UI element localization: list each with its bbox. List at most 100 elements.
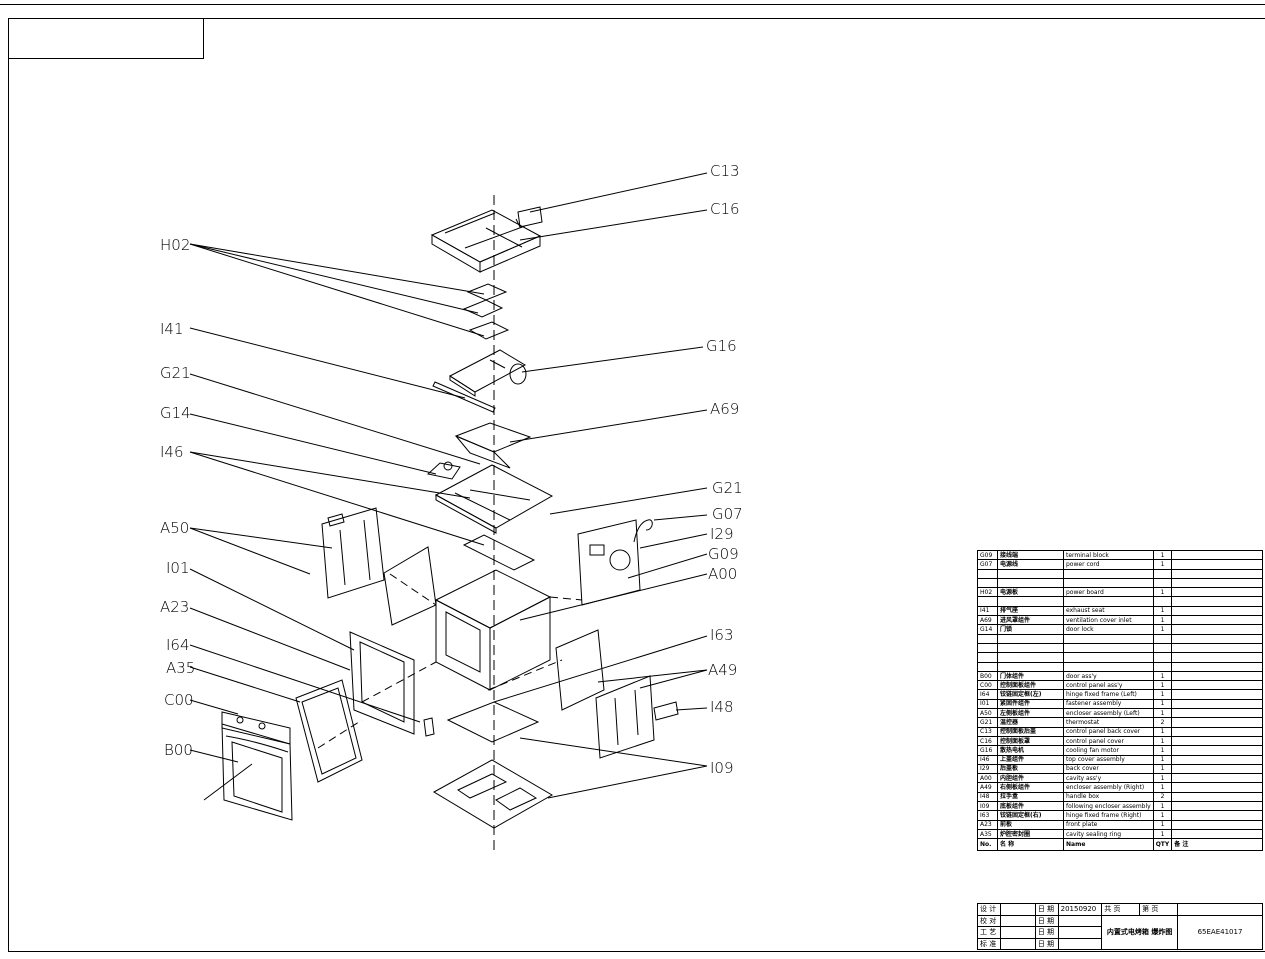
parts-cell-note	[1171, 745, 1264, 756]
parts-cell-note	[1171, 642, 1264, 654]
parts-cell-name-cn: 排气座	[997, 605, 1064, 617]
parts-cell-no: A50	[977, 708, 998, 719]
parts-cell-note	[1171, 587, 1264, 598]
parts-cell-note	[1171, 577, 1264, 589]
part-a00	[434, 569, 552, 691]
title-block: 设 计 日 期 20150920 共 页 第 页 校 对 日 期 内置式电烤箱 …	[977, 903, 1263, 950]
parts-cell-qty: 1	[1152, 605, 1173, 617]
parts-cell-name-cn: 门锁	[997, 624, 1064, 635]
parts-cell-name-cn: 右侧板组件	[997, 782, 1064, 793]
parts-cell-no: G21	[977, 717, 998, 728]
label-a49: A49	[708, 661, 737, 679]
drawing-frame	[8, 18, 1265, 952]
parts-cell-name-cn: 前板	[997, 819, 1064, 830]
parts-cell-name-cn: 门体组件	[997, 670, 1064, 682]
parts-cell-name-cn: 控制面板后盖	[997, 726, 1064, 737]
parts-cell-qty: 1	[1152, 680, 1173, 691]
parts-cell-note	[1171, 605, 1264, 617]
parts-cell-note	[1171, 810, 1264, 821]
label-i41: I41	[160, 320, 184, 338]
title-sheet-no: 第 页	[1139, 903, 1178, 916]
parts-cell-note	[1171, 819, 1264, 830]
parts-cell-name-cn	[997, 642, 1064, 654]
parts-cell-name: top cover assembly	[1063, 754, 1154, 765]
title-drawing-no: 65EAE41017	[1177, 914, 1263, 950]
parts-list-row	[977, 661, 1264, 672]
part-g14	[426, 461, 461, 480]
parts-cell-note	[1171, 680, 1264, 691]
label-g16: G16	[706, 337, 737, 355]
parts-cell-qty: 1	[1152, 559, 1173, 570]
parts-cell-note	[1171, 717, 1264, 728]
parts-cell-note	[1171, 596, 1264, 607]
parts-cell-no: I09	[977, 800, 998, 812]
parts-cell-qty	[1152, 596, 1173, 607]
parts-cell-no	[977, 642, 998, 654]
parts-cell-name-cn: 铰链固定框(左)	[997, 689, 1064, 700]
parts-cell-no: G09	[977, 549, 998, 561]
parts-cell-name: terminal block	[1063, 549, 1154, 561]
label-c00: C00	[164, 691, 194, 709]
header-qty: QTY	[1152, 838, 1173, 852]
label-b00: B00	[164, 741, 193, 759]
parts-cell-name	[1063, 661, 1154, 672]
title-date: 20150920	[1057, 903, 1103, 916]
parts-list-row	[977, 568, 1264, 579]
parts-cell-note	[1171, 782, 1264, 793]
parts-cell-qty: 1	[1152, 773, 1173, 784]
part-a49	[555, 629, 655, 759]
part-c13	[515, 206, 543, 228]
parts-cell-name: cavity sealing ring	[1063, 828, 1154, 840]
parts-cell-no: I46	[977, 754, 998, 765]
part-i46-lower	[462, 534, 536, 571]
label-a69: A69	[710, 400, 739, 418]
part-i29	[577, 519, 641, 606]
parts-cell-qty: 1	[1152, 615, 1173, 626]
label-h02: H02	[160, 236, 190, 254]
parts-cell-name-cn: 内胆组件	[997, 773, 1064, 784]
label-g14: G14	[160, 404, 191, 422]
parts-cell-note	[1171, 735, 1264, 747]
parts-cell-name-cn	[997, 661, 1064, 672]
parts-list-row	[977, 642, 1264, 654]
parts-cell-name	[1063, 568, 1154, 579]
parts-cell-note	[1171, 615, 1264, 626]
parts-cell-name-cn: 上盖组件	[997, 754, 1064, 765]
parts-cell-name-cn: 控制面板罩	[997, 735, 1064, 747]
parts-cell-no	[977, 652, 998, 663]
parts-cell-no	[977, 577, 998, 589]
parts-cell-name: exhaust seat	[1063, 605, 1154, 617]
parts-cell-no	[977, 661, 998, 672]
parts-cell-qty: 1	[1152, 819, 1173, 830]
parts-cell-qty: 1	[1152, 735, 1173, 747]
label-g09: G09	[708, 545, 739, 563]
parts-cell-no: C13	[977, 726, 998, 737]
parts-cell-no: A35	[977, 828, 998, 840]
label-a35: A35	[166, 659, 195, 677]
parts-cell-name-cn: 炉腔密封圈	[997, 828, 1064, 840]
parts-cell-no: I41	[977, 605, 998, 617]
parts-cell-note	[1171, 754, 1264, 765]
parts-cell-no: I64	[977, 689, 998, 700]
part-g16	[449, 349, 527, 397]
label-i48: I48	[710, 698, 734, 716]
parts-cell-qty: 1	[1152, 587, 1173, 598]
parts-cell-qty	[1152, 577, 1173, 589]
parts-cell-note	[1171, 773, 1264, 784]
parts-cell-no: H02	[977, 587, 998, 598]
